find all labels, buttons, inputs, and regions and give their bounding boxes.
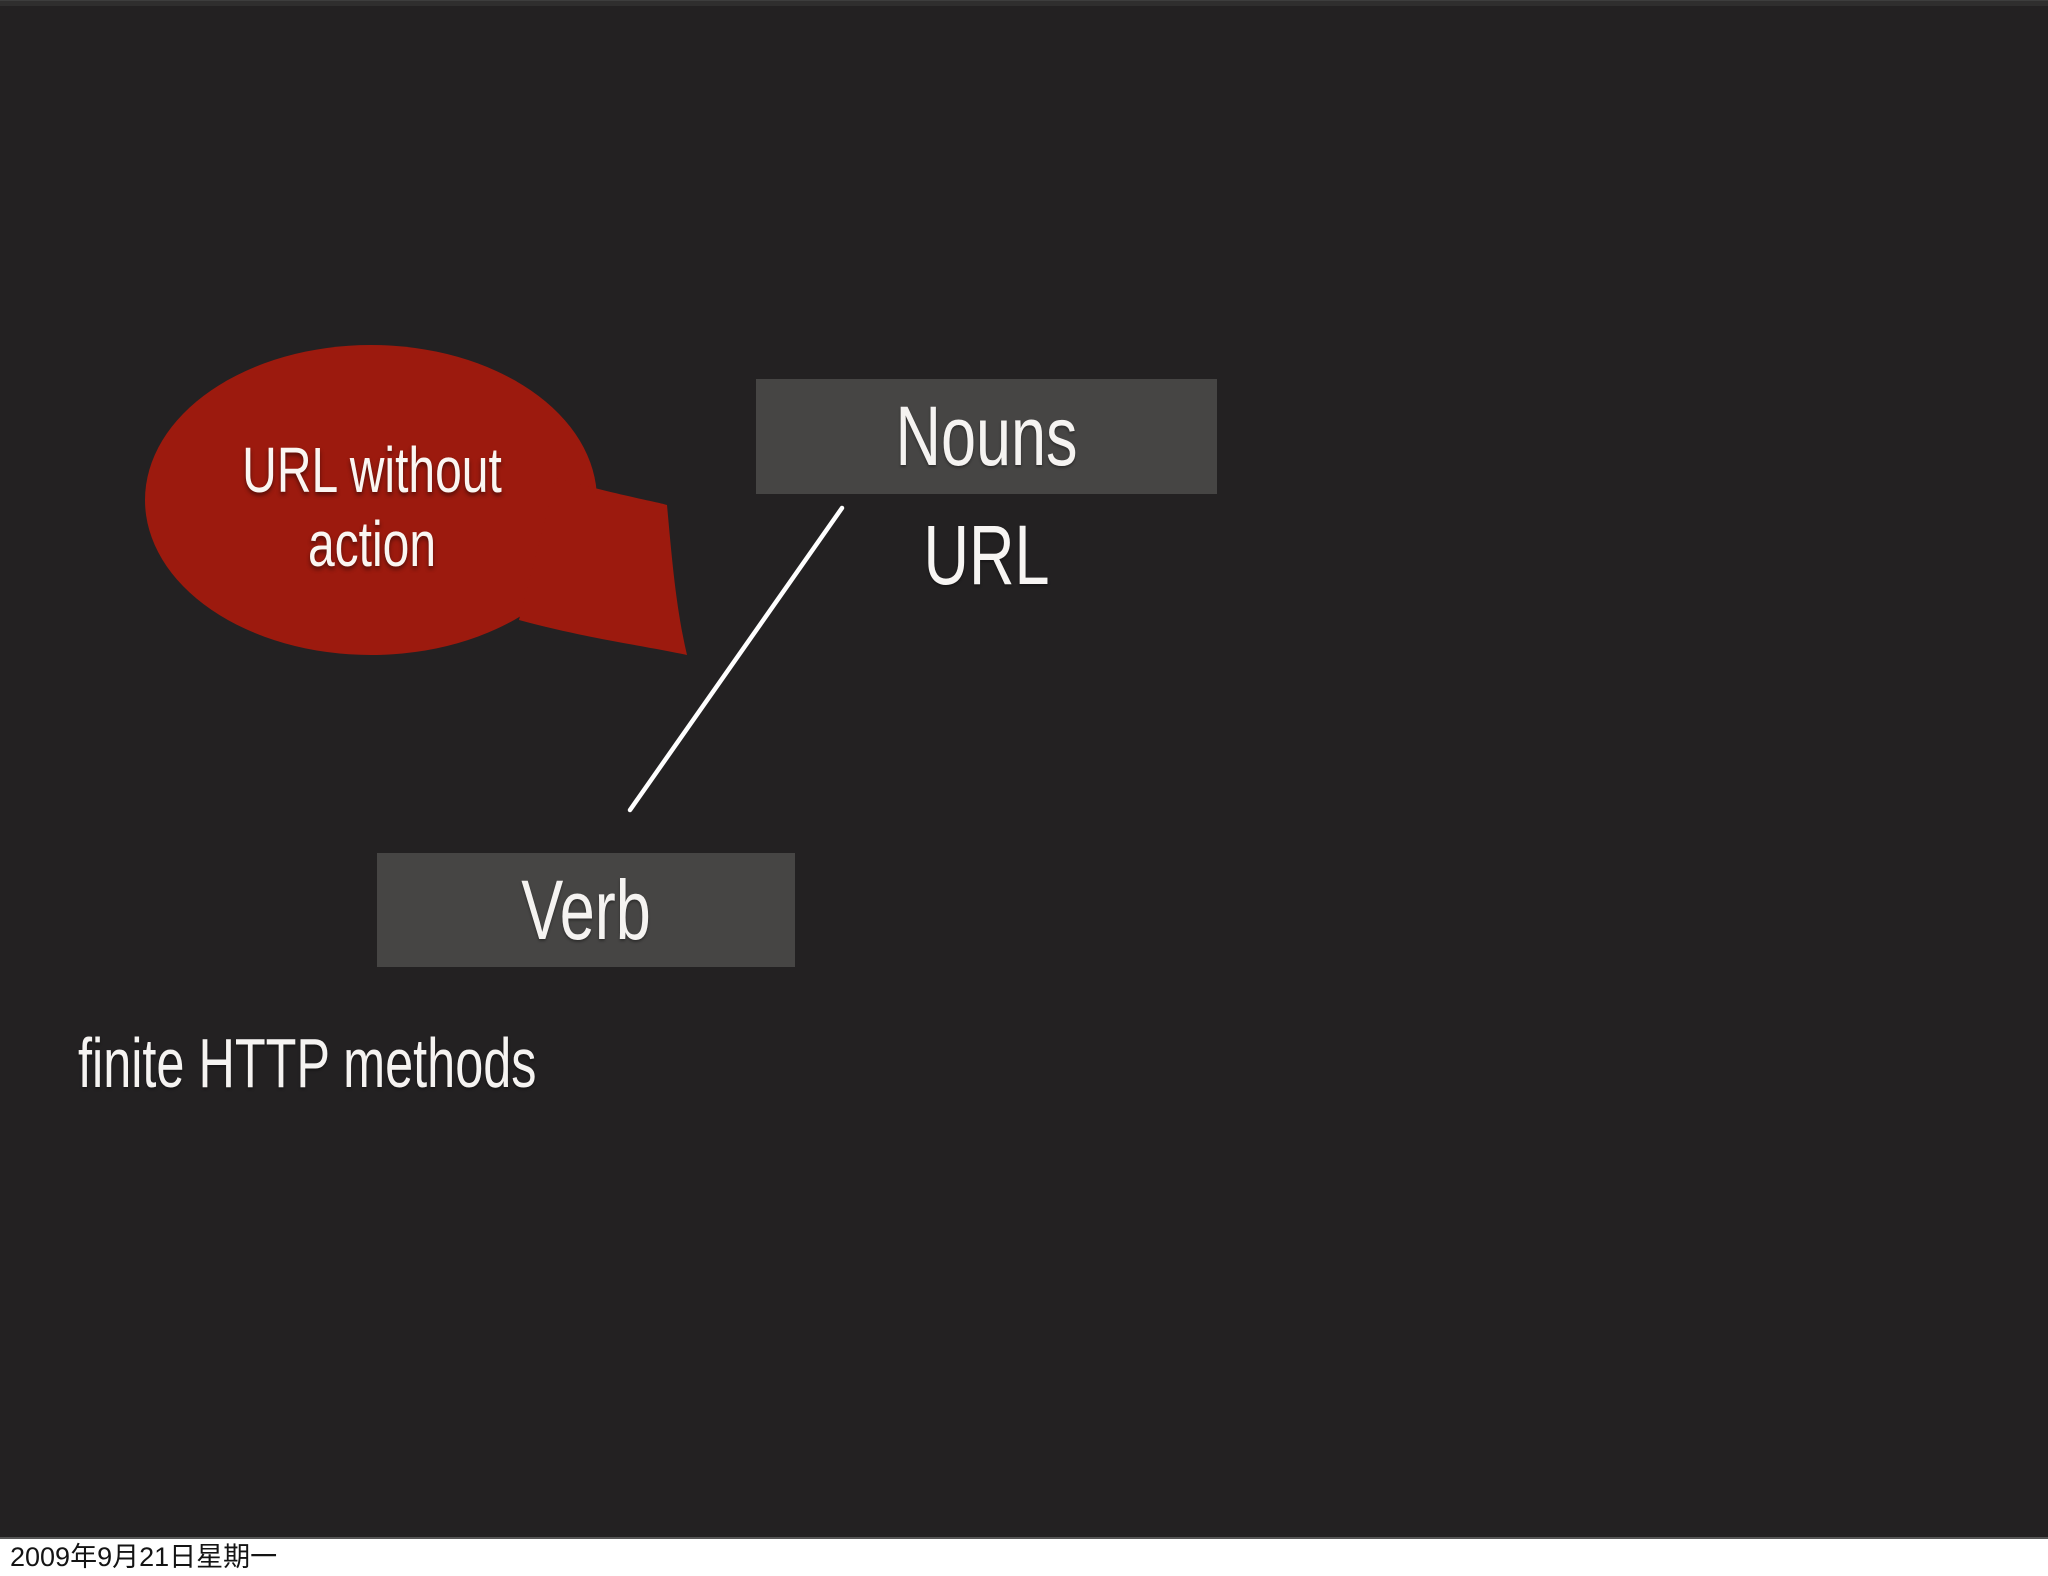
date-label: 2009年9月21日星期一 — [10, 1542, 278, 1572]
nouns-box-label: Nouns — [895, 389, 1078, 483]
finite-http-methods-label: finite HTTP methods — [78, 1024, 537, 1102]
nouns-box: Nouns — [756, 379, 1217, 494]
diagram-layer — [145, 345, 845, 813]
speech-bubble-ellipse — [145, 345, 597, 655]
verb-box-label: Verb — [521, 863, 651, 957]
url-label: URL — [756, 505, 1217, 605]
verb-box: Verb — [377, 853, 795, 967]
speech-bubble-text: URL without action — [203, 433, 542, 581]
bubble-text-line2: action — [307, 508, 437, 580]
footer-bar: 2009年9月21日星期一 — [0, 1537, 2048, 1576]
url-label-text: URL — [923, 508, 1050, 602]
bubble-text-line1: URL without — [242, 434, 502, 506]
connector-line — [627, 505, 845, 813]
slide-top-edge — [0, 0, 2048, 6]
speech-bubble-tail — [519, 478, 687, 655]
slide-background: URL without action Nouns URL Verb finite… — [0, 0, 2048, 1537]
